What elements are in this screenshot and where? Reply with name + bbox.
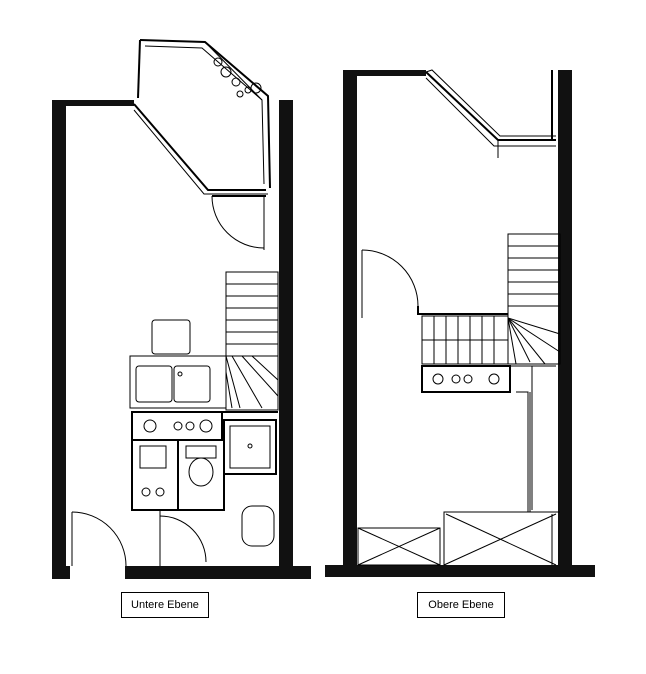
lower-bay-window	[133, 39, 271, 195]
upper-bottom-wall	[325, 565, 595, 577]
upper-level-label: Obere Ebene	[417, 592, 505, 618]
lower-bathroom	[131, 419, 277, 566]
lower-level-plan	[48, 39, 311, 579]
upper-partitions	[510, 365, 556, 512]
lower-entrance-door	[71, 511, 127, 567]
lower-right-wall	[279, 100, 293, 579]
upper-left-wall	[343, 70, 357, 576]
upper-storage	[357, 511, 560, 566]
upper-level-plan	[325, 69, 595, 577]
upper-bay-window	[425, 69, 556, 158]
upper-top-wall	[343, 70, 426, 90]
lower-dining-area	[129, 319, 227, 409]
upper-staircase	[417, 233, 561, 365]
lower-top-wall	[48, 100, 134, 118]
lower-left-wall	[52, 103, 66, 579]
lower-upper-door	[211, 195, 266, 250]
upper-counter	[421, 365, 511, 393]
lower-level-label: Untere Ebene	[121, 592, 209, 618]
upper-right-wall	[558, 70, 572, 576]
upper-door	[361, 249, 419, 318]
lower-bottom-wall-left	[52, 566, 70, 579]
lower-bottom-wall-right	[125, 566, 311, 579]
lower-staircase	[225, 271, 279, 411]
